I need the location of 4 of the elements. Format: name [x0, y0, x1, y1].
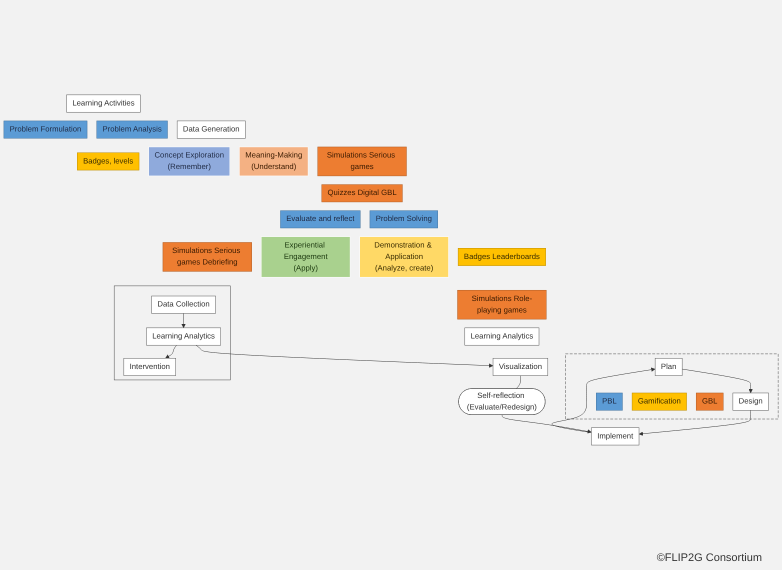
cluster	[114, 286, 231, 380]
cluster	[565, 354, 778, 420]
connector	[516, 375, 521, 390]
copyright-note: ©FLIP2G Consortium	[656, 552, 762, 564]
